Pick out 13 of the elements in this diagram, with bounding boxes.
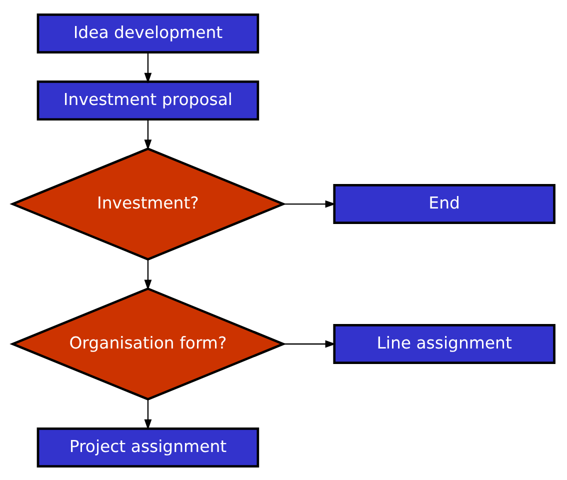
node-diamond: Organisation form?	[10, 286, 286, 400]
node-box: Investment proposal	[36, 80, 260, 120]
arrow	[144, 258, 152, 290]
arrow	[284, 340, 336, 348]
arrow	[144, 52, 152, 83]
node-box: Project assignment	[36, 427, 260, 467]
node-diamond: Investment?	[10, 147, 286, 260]
arrow	[144, 398, 152, 430]
arrow	[144, 119, 152, 150]
node-box: Line assignment	[333, 324, 556, 364]
node-box: Idea development	[36, 13, 260, 53]
arrow	[284, 200, 336, 208]
node-box: End	[333, 184, 556, 224]
